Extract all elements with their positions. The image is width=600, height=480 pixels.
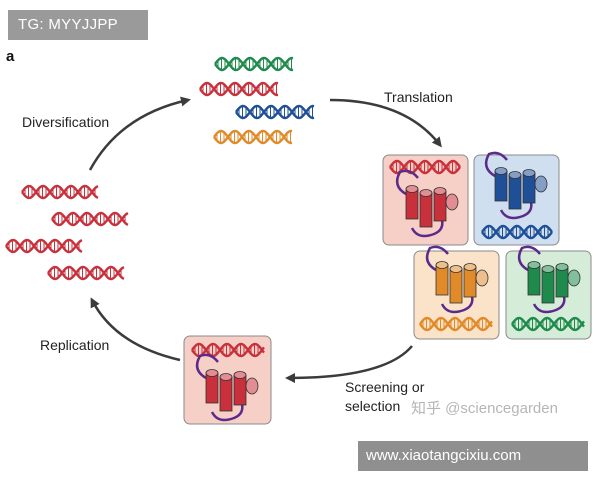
dna-orange-box bbox=[419, 316, 493, 332]
screening-label-line2: selection bbox=[345, 398, 401, 414]
dna-red-top bbox=[199, 81, 279, 97]
arrow-translation bbox=[329, 98, 442, 148]
footer-url-banner: www.xiaotangcixiu.com bbox=[358, 441, 588, 471]
diversification-label: Diversification bbox=[22, 114, 110, 130]
screening-label: Screening or selection bbox=[345, 378, 424, 416]
protein-red-selected bbox=[195, 353, 259, 422]
screening-label-line1: Screening or bbox=[345, 379, 425, 395]
dna-red-left-3 bbox=[5, 238, 83, 254]
dna-red-left-4 bbox=[47, 265, 125, 281]
dna-orange-top bbox=[213, 129, 293, 145]
panel-letter: a bbox=[6, 48, 15, 65]
translation-label: Translation bbox=[384, 89, 453, 105]
dna-red-box bbox=[389, 159, 461, 175]
arrow-screening bbox=[285, 345, 413, 383]
dna-green-top bbox=[214, 56, 294, 72]
dna-green-box bbox=[511, 316, 585, 332]
dna-blue-top bbox=[235, 104, 315, 120]
arrow-replication bbox=[90, 297, 181, 362]
protein-green bbox=[517, 245, 581, 314]
watermark: 知乎 @sciencegarden bbox=[411, 400, 558, 417]
channel-badge: TG: MYYJJPP bbox=[8, 10, 148, 40]
dna-blue-box bbox=[481, 224, 553, 240]
dna-red-left-1 bbox=[21, 184, 99, 200]
dna-red-left-2 bbox=[51, 211, 129, 227]
replication-label: Replication bbox=[40, 337, 110, 353]
protein-blue bbox=[484, 151, 548, 220]
arrow-diversification bbox=[88, 96, 191, 171]
protein-orange bbox=[425, 245, 489, 314]
dna-red-selected bbox=[191, 342, 265, 358]
protein-red bbox=[395, 169, 459, 238]
